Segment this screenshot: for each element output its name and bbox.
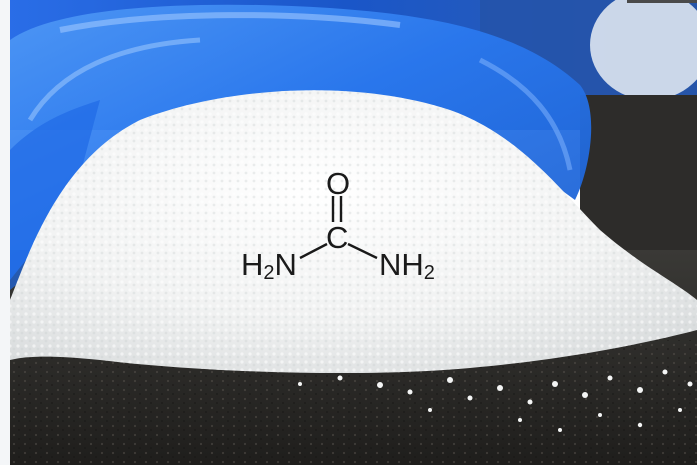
urea-structure-bonds (299, 196, 378, 260)
corner-edge-mark (627, 0, 697, 3)
oxygen-atom-label: O (326, 166, 351, 201)
left-amine-group-label: H2N (241, 247, 297, 284)
carbon-atom-label: C (326, 220, 349, 255)
right-amine-group-label: NH2 (379, 247, 435, 284)
plastic-bag (10, 4, 592, 281)
scattered-granules (298, 369, 693, 432)
